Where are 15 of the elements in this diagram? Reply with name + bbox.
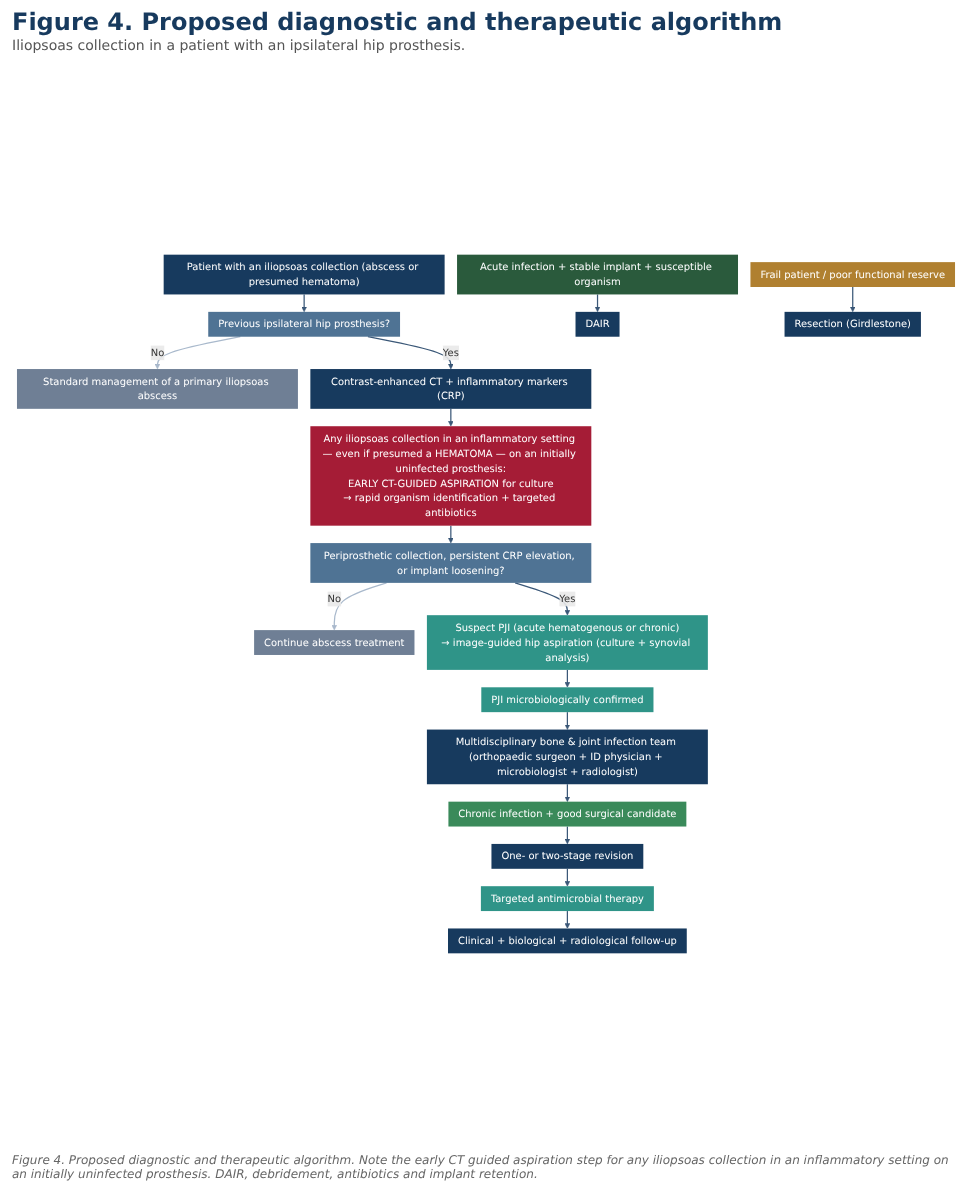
arrow	[331, 582, 388, 631]
arrow	[564, 825, 571, 845]
arrow	[850, 286, 856, 313]
arrow	[564, 910, 571, 929]
arrow	[154, 336, 241, 370]
arrow	[594, 293, 601, 313]
arrow	[448, 408, 454, 427]
arrow	[564, 783, 571, 802]
arrow	[367, 336, 454, 370]
arrow	[514, 582, 571, 616]
arrow	[564, 669, 571, 688]
arrow	[564, 711, 571, 730]
arrow	[301, 293, 307, 313]
figure-title: Figure 4. Proposed diagnostic and therapeutic algorithm	[12, 8, 785, 36]
arrow	[564, 868, 571, 887]
